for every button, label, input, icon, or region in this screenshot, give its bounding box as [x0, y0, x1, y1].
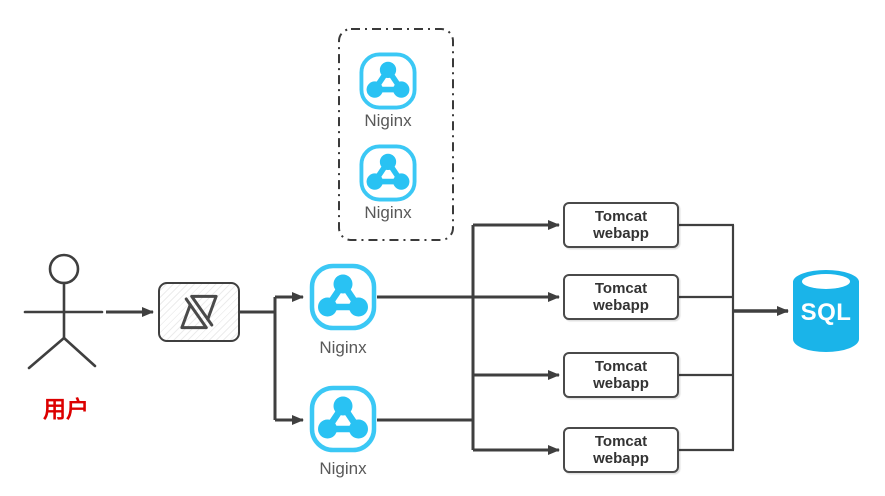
tomcat-node-3: Tomcat webapp [563, 352, 679, 398]
tomcat-1-label: Tomcat webapp [593, 208, 649, 242]
nginx-icon [359, 144, 417, 202]
sql-database-icon [793, 270, 859, 352]
nginx-1-label: Niginx [319, 338, 367, 357]
collector-connectors [679, 223, 735, 452]
nginx-icon [359, 52, 417, 110]
nginx-icon [309, 263, 377, 331]
nginx-icon [309, 385, 377, 453]
load-balancer-icon [180, 294, 218, 330]
load-balancer-node [158, 282, 240, 342]
tomcat-node-1: Tomcat webapp [563, 202, 679, 248]
nginx-2-label: Niginx [319, 459, 367, 478]
user-leg-left [27, 336, 66, 370]
user-leg-right [62, 336, 97, 368]
standby-nginx-2-label: Niginx [364, 203, 412, 222]
tomcat-2-label: Tomcat webapp [593, 280, 649, 314]
main-flow-connectors [106, 220, 560, 455]
tomcat-node-4: Tomcat webapp [563, 427, 679, 473]
user-figure [23, 253, 104, 370]
sql-database-label: SQL [800, 299, 852, 326]
user-label: 用户 [43, 396, 89, 422]
tomcat-node-2: Tomcat webapp [563, 274, 679, 320]
standby-nginx-1-label: Niginx [364, 111, 412, 130]
tomcat-4-label: Tomcat webapp [593, 433, 649, 467]
tomcat-3-label: Tomcat webapp [593, 358, 649, 392]
standby-group-frame [338, 28, 454, 241]
user-head [48, 253, 80, 285]
